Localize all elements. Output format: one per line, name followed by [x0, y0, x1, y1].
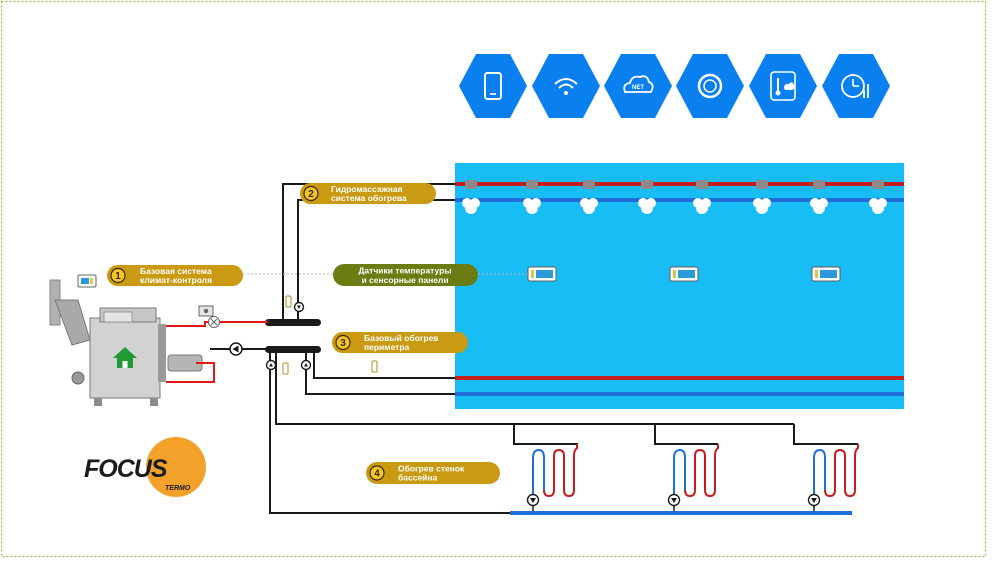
svg-text:1: 1 [115, 271, 121, 282]
focus-termo-logo: FOCUS TERMO [84, 437, 206, 497]
jet-nozzle-icon [638, 180, 656, 214]
check-valve-icon [265, 359, 277, 371]
thermometer-weather-icon[interactable] [749, 54, 817, 118]
svg-text:климат-контроля: климат-контроля [140, 275, 212, 285]
label-perimeter-heating: 3 Базовый обогрев периметра [332, 332, 468, 353]
jet-nozzle-icon [580, 180, 598, 214]
dashed-border [0, 0, 987, 558]
svg-text:бассейна: бассейна [398, 473, 438, 483]
svg-text:периметра: периметра [364, 342, 410, 352]
manifold-bottom [265, 346, 321, 353]
pipe-wall-branch-3 [793, 424, 858, 445]
check-valve-icon [293, 301, 305, 313]
svg-text:2: 2 [308, 189, 314, 200]
wall-pump-icon[interactable] [526, 493, 540, 507]
svg-text:Базовая система: Базовая система [140, 266, 212, 276]
touch-panel-icon[interactable] [527, 266, 557, 282]
boiler[interactable] [49, 279, 203, 406]
label-basic-climate-control: 1 Базовая система климат-контроля [107, 265, 243, 286]
svg-text:3: 3 [340, 338, 346, 349]
cloud-net-icon[interactable]: NET [604, 54, 672, 118]
svg-text:4: 4 [374, 469, 380, 480]
svg-text:Обогрев стенок: Обогрев стенок [398, 464, 465, 474]
home-icon [113, 347, 137, 368]
svg-text:система обогрева: система обогрева [331, 193, 407, 203]
jet-nozzle-icon [462, 180, 480, 214]
wall-heaters [526, 444, 859, 513]
jet-nozzle-icon [810, 180, 828, 214]
wall-heater-coil [526, 444, 578, 513]
pump-icon[interactable] [229, 342, 243, 356]
pipe-perimeter-return [305, 349, 455, 395]
boiler-control-panel[interactable] [77, 274, 97, 288]
hydro-jets [462, 180, 887, 214]
svg-text:и сенсорные панели: и сенсорные панели [361, 275, 448, 285]
logo-sub: TERMO [165, 485, 191, 492]
jet-nozzle-icon [869, 180, 887, 214]
label-sensors-panels: Датчики температуры и сенсорные панели [333, 264, 478, 286]
wall-heater-coil [807, 444, 859, 513]
wall-pump-icon[interactable] [807, 493, 821, 507]
svg-text:Датчики температуры: Датчики температуры [358, 266, 451, 276]
pipe-sensor-icon [282, 362, 289, 375]
pipe-wall-branch-2 [654, 424, 718, 445]
ring-icon[interactable] [676, 54, 744, 118]
pipe-wall-return [269, 349, 514, 514]
logo-brand: FOCUS [84, 455, 168, 483]
jet-nozzle-icon [523, 180, 541, 214]
label-hydromassage-heating: 2 Гидромассажная система обогрева [300, 183, 436, 204]
feature-icons: NET [459, 54, 890, 118]
wifi-icon[interactable] [532, 54, 600, 118]
svg-text:Гидромассажная: Гидромассажная [331, 184, 403, 194]
wall-heater-coil [667, 444, 719, 513]
label-wall-heating: 4 Обогрев стенок бассейна [366, 462, 500, 484]
svg-text:Базовый обогрев: Базовый обогрев [364, 333, 439, 343]
pipe-sensor-icon [371, 360, 378, 373]
touch-panel-icon[interactable] [669, 266, 699, 282]
jet-nozzle-icon [753, 180, 771, 214]
wall-pump-icon[interactable] [667, 493, 681, 507]
pipe-hydro-return [297, 199, 455, 322]
pipe-hydro-supply [282, 183, 455, 322]
jet-nozzle-icon [693, 180, 711, 214]
check-valve-icon [300, 359, 312, 371]
net-text: NET [632, 85, 644, 91]
mixing-valve-icon[interactable] [208, 316, 220, 328]
pipe-sensor-icon [285, 295, 292, 308]
manifold-top [265, 319, 321, 326]
boiler-loop [166, 321, 268, 383]
phone-icon[interactable] [459, 54, 527, 118]
pipe-perimeter-supply [313, 349, 455, 379]
clock-chart-icon[interactable] [822, 54, 890, 118]
touch-panel-icon[interactable] [811, 266, 841, 282]
